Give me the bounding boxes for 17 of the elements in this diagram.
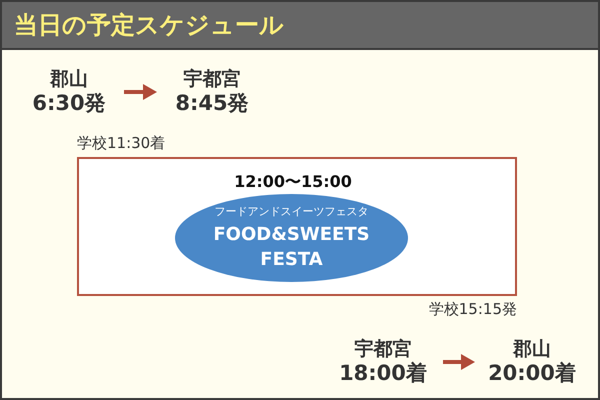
arrow (124, 84, 157, 100)
place-name: 宇都宮 (184, 68, 240, 91)
place-name: 郡山 (50, 68, 88, 91)
time-label: 6:30発 (32, 91, 106, 116)
title: 当日の予定スケジュール (14, 10, 284, 40)
time-label: 20:00着 (488, 361, 576, 386)
time-label: 8:45発 (175, 91, 249, 116)
event-time: 12:00〜15:00 (234, 171, 352, 193)
event-frame (77, 157, 517, 296)
school-time-note: 学校11:30着 (77, 134, 166, 152)
school-time-note: 学校15:15発 (428, 300, 517, 318)
arrow (443, 354, 475, 370)
event-name-reading: フードアンドスイーツフェスタ (214, 204, 368, 219)
place-name: 宇都宮 (354, 338, 412, 361)
place-name: 郡山 (513, 338, 551, 361)
event-name: FOOD&SWEETS FESTA (213, 223, 370, 272)
time-label: 18:00着 (339, 361, 427, 386)
